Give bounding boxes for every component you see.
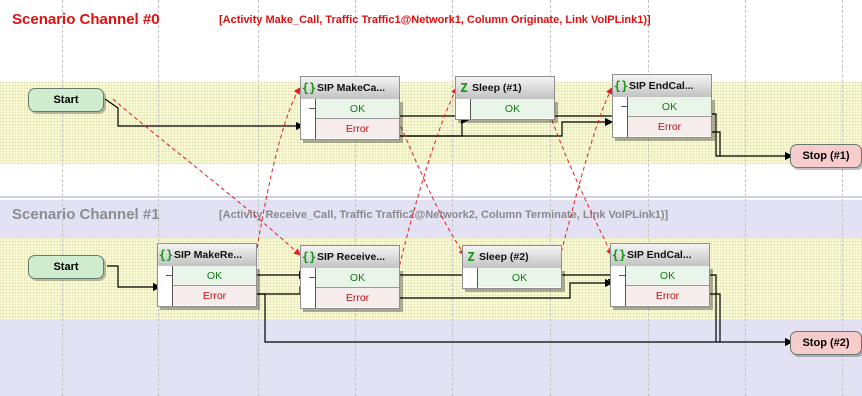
grid-column-line: [258, 0, 259, 396]
stop-node[interactable]: Stop (#2): [790, 331, 862, 355]
error-output[interactable]: Error: [628, 117, 711, 136]
activity-outputs: OK Error: [300, 268, 400, 309]
ok-output[interactable]: OK: [471, 99, 554, 118]
input-connector: [315, 99, 316, 139]
activity-header[interactable]: Z Sleep (#2): [462, 245, 562, 269]
activity-sip-make-response[interactable]: {} SIP MakeRe... OK Error: [157, 243, 257, 307]
activity-sip-receive[interactable]: {} SIP Receive... OK Error: [300, 245, 400, 309]
grid-column-line: [745, 0, 746, 396]
activity-header[interactable]: {} SIP Receive...: [300, 245, 400, 269]
input-port[interactable]: [166, 275, 172, 276]
activity-sip-end-call[interactable]: {} SIP EndCal... OK Error: [610, 243, 710, 307]
ok-output[interactable]: OK: [628, 97, 711, 117]
sleep-icon: Z: [467, 250, 475, 264]
channel-1-title[interactable]: Scenario Channel #1: [12, 206, 160, 223]
sip-braces-icon: {}: [613, 79, 629, 93]
activity-label: SIP Receive...: [317, 251, 386, 263]
activity-sip-end-call[interactable]: {} SIP EndCal... OK Error: [612, 74, 712, 138]
error-output[interactable]: Error: [173, 286, 256, 305]
start-node[interactable]: Start: [28, 255, 104, 279]
ok-output[interactable]: OK: [173, 266, 256, 286]
activity-header[interactable]: {} SIP EndCal...: [610, 243, 710, 267]
sip-braces-icon: {}: [301, 250, 317, 264]
input-connector: [470, 99, 471, 119]
activity-outputs: OK Error: [157, 266, 257, 307]
sip-braces-icon: {}: [158, 248, 174, 262]
channel-1-description: [Activity Receive_Call, Traffic Traffic2…: [219, 209, 669, 221]
input-port[interactable]: [621, 106, 627, 107]
ok-output[interactable]: OK: [316, 99, 399, 119]
grid-column-line: [355, 0, 356, 396]
grid-column-line: [158, 0, 159, 396]
channel-0-description: [Activity Make_Call, Traffic Traffic1@Ne…: [219, 14, 651, 26]
sip-braces-icon: {}: [301, 81, 317, 95]
activity-outputs: OK Error: [612, 97, 712, 138]
activity-header[interactable]: {} SIP EndCal...: [612, 74, 712, 98]
input-port[interactable]: [309, 277, 315, 278]
grid-column-line: [452, 0, 453, 396]
input-connector: [315, 268, 316, 308]
stop-node[interactable]: Stop (#1): [790, 144, 862, 168]
activity-label: SIP MakeCa...: [317, 82, 386, 94]
ok-output[interactable]: OK: [316, 268, 399, 288]
grid-column-line: [550, 0, 551, 396]
channel-0-lane: [0, 82, 862, 164]
channel-1-lane: [0, 238, 862, 320]
activity-label: SIP EndCal...: [629, 80, 694, 92]
ok-output[interactable]: OK: [478, 268, 561, 287]
error-output[interactable]: Error: [316, 288, 399, 307]
input-port[interactable]: [309, 108, 315, 109]
activity-label: Sleep (#1): [472, 82, 522, 94]
grid-column-line: [62, 0, 63, 396]
input-connector: [477, 268, 478, 288]
activity-header[interactable]: Z Sleep (#1): [455, 76, 555, 100]
input-port[interactable]: [619, 275, 625, 276]
activity-label: SIP EndCal...: [627, 249, 692, 261]
activity-header[interactable]: {} SIP MakeRe...: [157, 243, 257, 267]
activity-label: SIP MakeRe...: [174, 249, 243, 261]
activity-label: Sleep (#2): [479, 251, 529, 263]
channel-separator: [0, 196, 862, 198]
input-connector: [172, 266, 173, 306]
error-output[interactable]: Error: [316, 119, 399, 138]
activity-outputs: OK Error: [300, 99, 400, 140]
activity-sleep-2[interactable]: Z Sleep (#2) OK: [462, 245, 562, 309]
start-node[interactable]: Start: [28, 88, 104, 112]
error-output[interactable]: Error: [626, 286, 709, 305]
ok-output[interactable]: OK: [626, 266, 709, 286]
grid-column-line: [648, 0, 649, 396]
sleep-icon: Z: [460, 81, 468, 95]
grid-column-line: [842, 0, 843, 396]
activity-sleep-1[interactable]: Z Sleep (#1) OK: [455, 76, 555, 140]
activity-outputs: OK Error: [610, 266, 710, 307]
input-connector: [627, 97, 628, 137]
activity-header[interactable]: {} SIP MakeCa...: [300, 76, 400, 100]
sip-braces-icon: {}: [611, 248, 627, 262]
input-connector: [625, 266, 626, 306]
activity-outputs: OK: [455, 99, 555, 120]
activity-outputs: OK: [462, 268, 562, 289]
channel-0-title[interactable]: Scenario Channel #0: [12, 11, 160, 28]
activity-sip-make-call[interactable]: {} SIP MakeCa... OK Error: [300, 76, 400, 140]
